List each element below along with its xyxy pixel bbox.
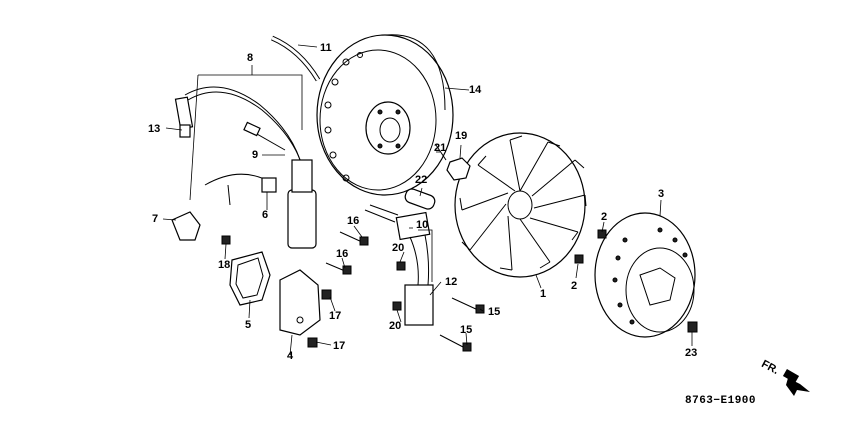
callout-20: 20 <box>389 320 402 332</box>
starter-pulley-part <box>594 212 696 338</box>
callout-12: 12 <box>445 276 458 288</box>
callout-6: 6 <box>262 209 269 221</box>
callout-15: 15 <box>488 306 501 318</box>
callout-3: 3 <box>658 188 665 200</box>
cooling-fan-part <box>454 132 587 278</box>
callout-13: 13 <box>148 123 161 135</box>
hose-part <box>270 35 321 82</box>
callout-11: 11 <box>320 42 332 54</box>
callout-17: 17 <box>329 310 342 322</box>
callout-22: 22 <box>415 174 428 186</box>
cover-part <box>279 269 321 336</box>
callout-16: 16 <box>347 215 360 227</box>
gasket-part <box>229 251 271 306</box>
bracket-part <box>171 211 201 241</box>
callout-7: 7 <box>152 213 159 225</box>
callout-21: 21 <box>434 142 447 154</box>
front-direction-arrow <box>786 378 810 396</box>
flywheel-part <box>316 34 454 196</box>
callout-23: 23 <box>685 347 698 359</box>
callout-2: 2 <box>571 280 578 292</box>
leader-lines <box>162 44 693 356</box>
callout-10: 10 <box>416 219 429 231</box>
regulator-part <box>404 284 434 326</box>
callout-15: 15 <box>460 324 473 336</box>
callout-2: 2 <box>601 211 608 223</box>
ignition-assembly-bracket-line <box>198 74 303 130</box>
callout-16: 16 <box>336 248 349 260</box>
callout-4: 4 <box>287 350 294 362</box>
callout-18: 18 <box>218 259 231 271</box>
nut-part <box>446 157 471 181</box>
callout-17: 17 <box>333 340 346 352</box>
callout-9: 9 <box>252 149 259 161</box>
collar-part <box>404 188 436 210</box>
callout-8: 8 <box>247 52 254 64</box>
callout-5: 5 <box>245 319 252 331</box>
callout-20: 20 <box>392 242 405 254</box>
callout-19: 19 <box>455 130 468 142</box>
callout-14: 14 <box>469 84 482 96</box>
callout-1: 1 <box>540 288 547 300</box>
diagram-code: 8763−E1900 <box>685 395 757 407</box>
ignition-coil-part <box>174 86 317 249</box>
